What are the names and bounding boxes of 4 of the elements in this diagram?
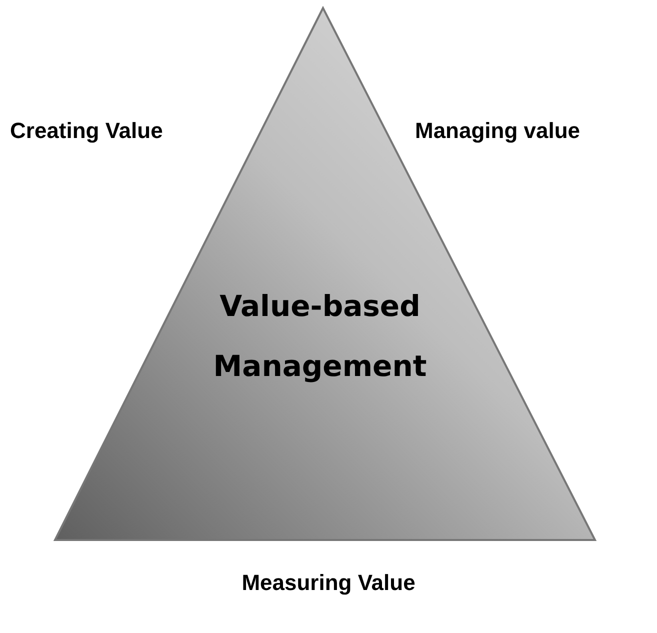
side-label: Creating Value [10, 118, 163, 144]
side-label: Managing value [415, 118, 580, 144]
triangle-label: Value-based Management [212, 288, 428, 385]
side-label: Measuring Value [240, 570, 416, 596]
